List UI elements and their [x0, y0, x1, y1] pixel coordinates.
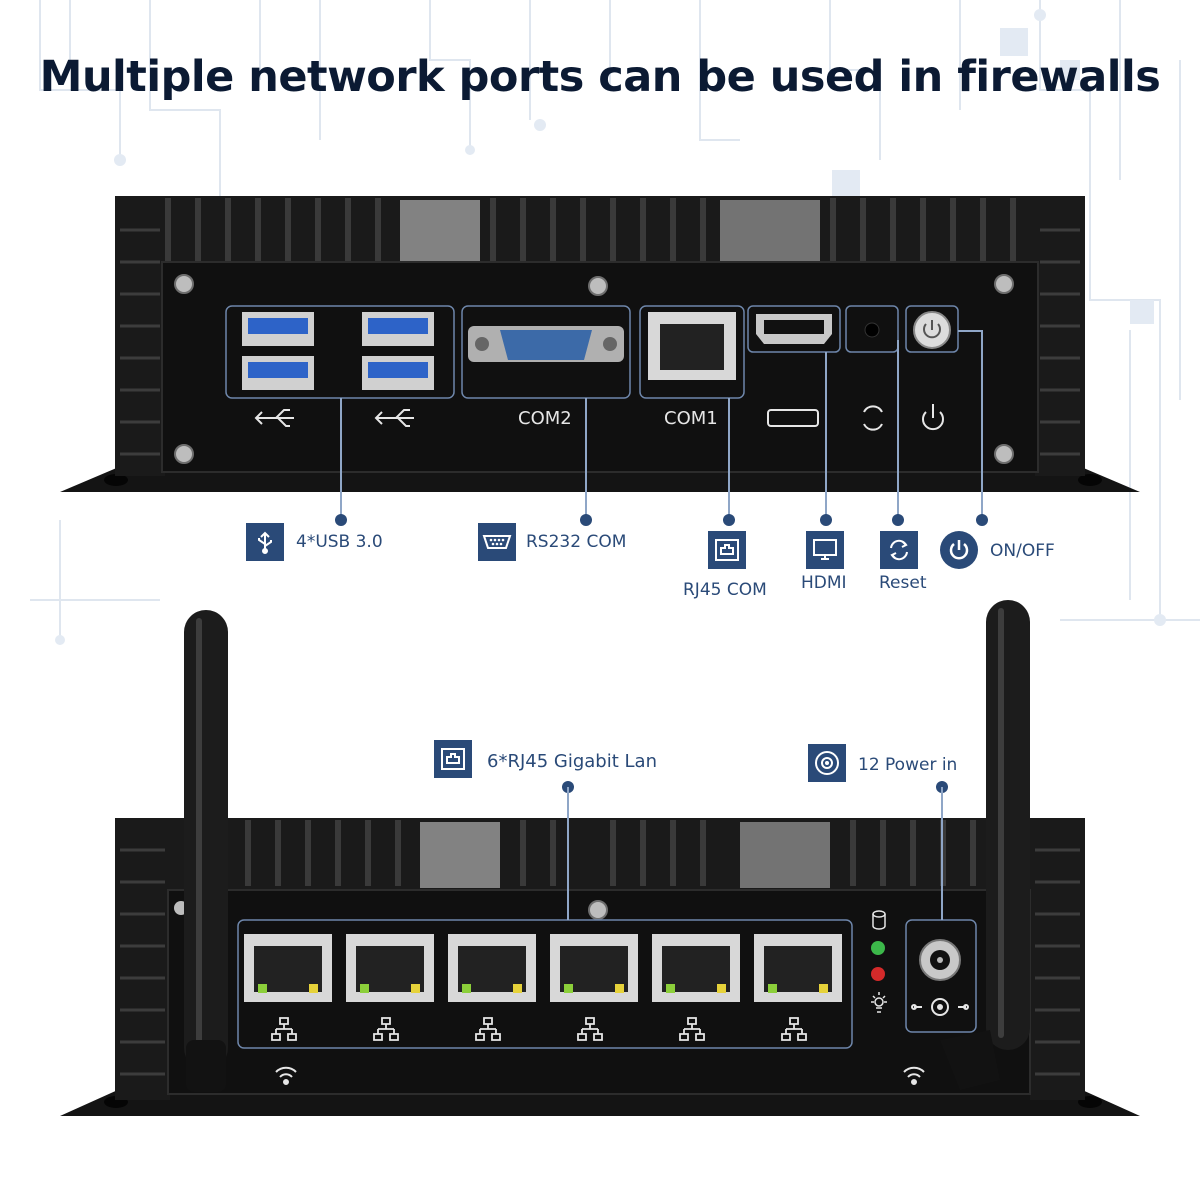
lan-leader-line — [567, 787, 569, 920]
reset-leader-line — [897, 340, 899, 518]
hdmi-callout-dot — [820, 514, 832, 526]
rs232-leader-line — [585, 398, 587, 518]
page-title: Multiple network ports can be used in fi… — [39, 52, 1161, 102]
power-in-callout-label: 12 Power in — [858, 755, 958, 775]
onoff-callout-label: ON/OFF — [990, 541, 1055, 561]
rj45com-callout-dot — [723, 514, 735, 526]
usb-callout-label: 4*USB 3.0 — [296, 532, 383, 552]
power-icon — [940, 531, 978, 569]
power-in-leader-line — [941, 787, 943, 920]
lan-ethernet-icon — [434, 740, 472, 778]
ethernet-port-icon — [708, 531, 746, 569]
serial-port-icon — [478, 523, 516, 561]
reset-callout-label: Reset — [879, 573, 927, 593]
com1-label: COM1 — [664, 408, 718, 429]
power-leader-hline — [958, 330, 982, 332]
lan-callout-label: 6*RJ45 Gigabit Lan — [487, 751, 657, 772]
dc-jack-icon — [808, 744, 846, 782]
rs232-callout-label: RS232 COM — [526, 532, 627, 552]
reset-callout-dot — [892, 514, 904, 526]
rj45com-leader-line — [728, 398, 730, 518]
rs232-callout-dot — [580, 514, 592, 526]
power-callout-dot — [976, 514, 988, 526]
usb-leader-line — [340, 398, 342, 518]
hdmi-leader-line — [825, 352, 827, 518]
hdmi-callout-label: HDMI — [801, 573, 847, 593]
refresh-icon — [880, 531, 918, 569]
rj45com-callout-label: RJ45 COM — [683, 580, 767, 600]
monitor-icon — [806, 531, 844, 569]
usb-icon — [246, 523, 284, 561]
usb-callout-dot — [335, 514, 347, 526]
power-leader-line — [981, 330, 983, 518]
com2-label: COM2 — [518, 408, 572, 429]
